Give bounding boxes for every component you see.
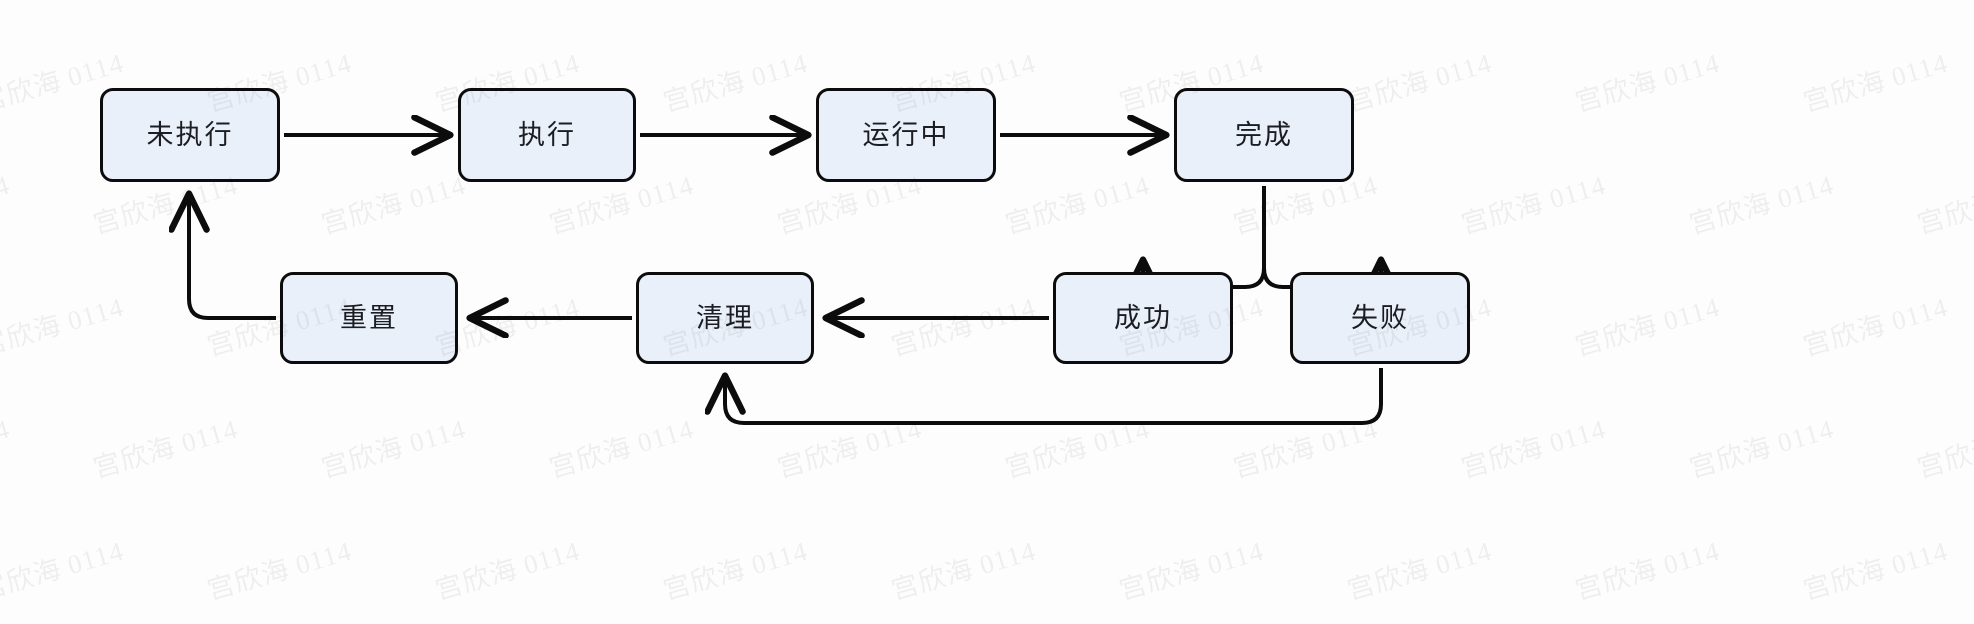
node-completed[interactable]: 完成 [1174, 88, 1354, 182]
node-not-executed[interactable]: 未执行 [100, 88, 280, 182]
node-failure[interactable]: 失败 [1290, 272, 1470, 364]
node-label: 完成 [1235, 119, 1293, 150]
edge-failure-to-cleanup [725, 368, 1383, 425]
node-execute[interactable]: 执行 [458, 88, 636, 182]
node-success[interactable]: 成功 [1053, 272, 1233, 364]
node-cleanup[interactable]: 清理 [636, 272, 814, 364]
node-label: 成功 [1114, 302, 1172, 333]
node-label: 重置 [340, 302, 398, 333]
node-label: 运行中 [862, 119, 950, 150]
node-label: 失败 [1351, 302, 1409, 333]
node-label: 执行 [518, 119, 576, 150]
node-reset[interactable]: 重置 [280, 272, 458, 364]
node-label: 未执行 [146, 119, 234, 150]
node-label: 清理 [696, 302, 754, 333]
edge-reset-to-not-executed [189, 196, 276, 320]
node-running[interactable]: 运行中 [816, 88, 996, 182]
